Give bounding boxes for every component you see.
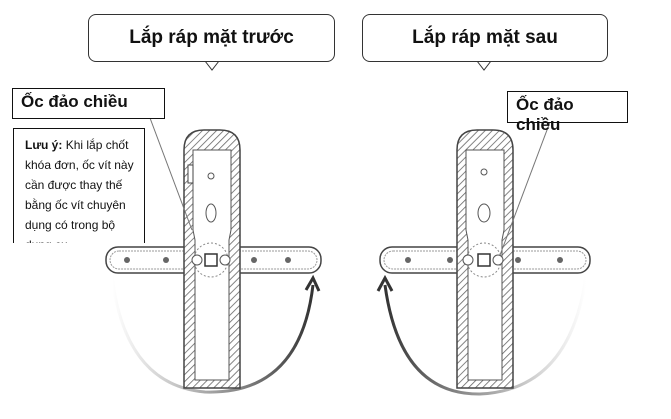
front-assembly-callout: Lắp ráp mặt trước: [88, 14, 335, 62]
note-box: Lưu ý: Khi lắp chốt khóa đơn, ốc vít này…: [13, 128, 145, 243]
reversing-screw-label-left: Ốc đảo chiều: [12, 88, 165, 119]
note-title: Lưu ý:: [25, 138, 63, 152]
note-text: Khi lắp chốt khóa đơn, ốc vít này cần đư…: [25, 138, 134, 243]
reversing-screw-label-right: Ốc đảo chiều: [507, 91, 628, 134]
back-assembly-callout: Lắp ráp mặt sau: [362, 14, 608, 62]
front-handle: [105, 129, 322, 389]
back-handle: [379, 129, 591, 389]
